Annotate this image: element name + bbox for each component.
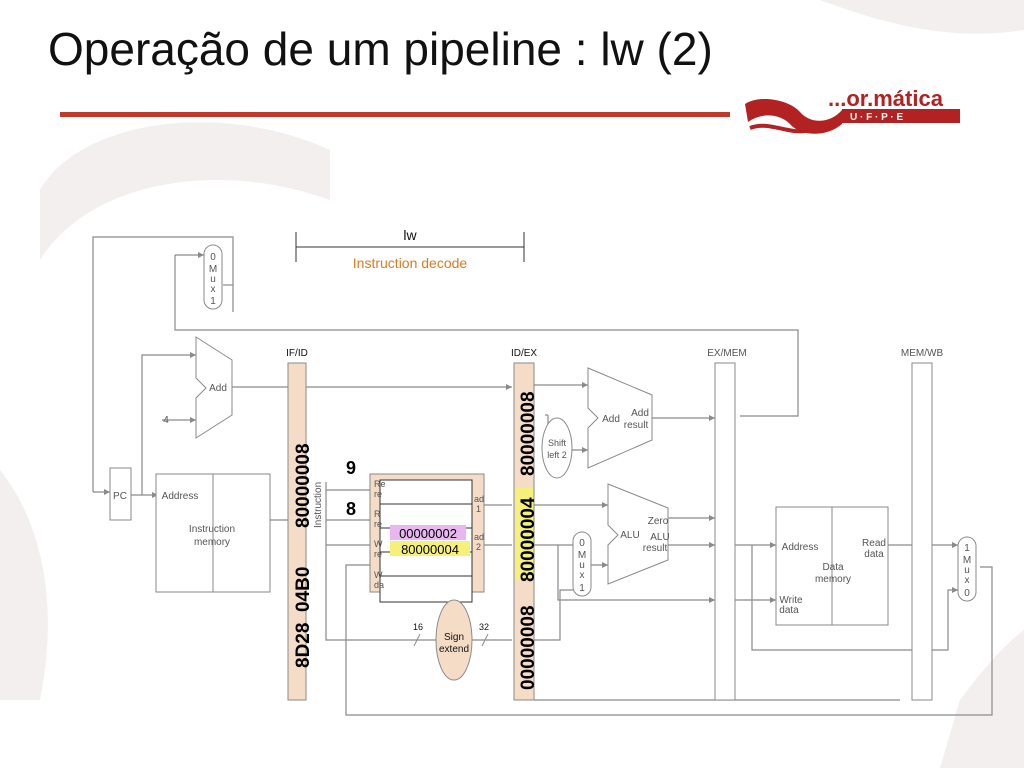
instruction-memory: Address Instruction memory bbox=[155, 473, 271, 593]
regfile-frag-8: da bbox=[374, 580, 384, 590]
regfile-frag-10: 1 bbox=[476, 504, 481, 514]
branch-adder: Add Add result bbox=[587, 367, 653, 469]
regfile-frag-12: 2 bbox=[476, 542, 481, 552]
exmem-label: EX/MEM bbox=[707, 348, 746, 359]
mux-alu-1: M bbox=[578, 550, 586, 561]
mux-alu: 0 M u x 1 bbox=[572, 531, 592, 597]
mux-alu-0: 0 bbox=[579, 538, 585, 549]
shift-label-2: left 2 bbox=[547, 450, 567, 460]
add-result-1: Add bbox=[631, 408, 649, 419]
read-data-2: data bbox=[864, 549, 884, 560]
sign-extend-1: Sign bbox=[444, 632, 464, 643]
idex-pc-value: 80000008 bbox=[518, 391, 539, 476]
mux-wb: 1 M u x 0 bbox=[957, 536, 977, 602]
regfile-frag-6: re bbox=[374, 549, 382, 559]
bits16-label: 16 bbox=[413, 622, 423, 632]
memwb-label: MEM/WB bbox=[901, 348, 944, 359]
regfile-frag-7: W bbox=[374, 570, 383, 580]
regfile-frag-3: R bbox=[374, 509, 381, 519]
alu-label: ALU bbox=[620, 530, 639, 541]
instruction-label: Instruction bbox=[313, 482, 324, 528]
instr-mem-label-2: memory bbox=[194, 537, 230, 548]
mux-top-4: 1 bbox=[210, 296, 216, 307]
ifid-label: IF/ID bbox=[286, 348, 308, 359]
pc-label: PC bbox=[113, 491, 127, 502]
shift-label-1: Shift bbox=[548, 438, 567, 448]
regfile-frag-9: ad bbox=[474, 494, 484, 504]
logo-text: ...or.mática bbox=[828, 86, 944, 111]
regfile-frag-11: ad bbox=[474, 532, 484, 542]
alu: ALU Zero ALU result bbox=[607, 483, 670, 585]
mux-top: 0 M u x 1 bbox=[203, 244, 223, 310]
idex-r1-value: 80000004 bbox=[518, 497, 539, 582]
mux-wb-3: x bbox=[965, 575, 970, 586]
zero-label: Zero bbox=[648, 516, 669, 527]
pc-adder: Add 4 bbox=[163, 336, 233, 439]
mux-top-1: M bbox=[209, 264, 217, 275]
write-data-2: data bbox=[779, 605, 799, 616]
pc-register: PC bbox=[109, 467, 132, 521]
mux-alu-2: u bbox=[579, 560, 585, 571]
stage-instr: lw bbox=[403, 227, 417, 243]
regfile-frag-5: W bbox=[374, 539, 383, 549]
ifid-instr-value: 8D28 04B0 bbox=[293, 567, 314, 668]
stage-indicator: lw Instruction decode bbox=[295, 227, 525, 271]
register-file: Re re R re W re W da ad 1 ad 2 00000002 … bbox=[369, 473, 485, 603]
read-data-1: Read bbox=[862, 538, 886, 549]
mux-alu-3: x bbox=[580, 570, 585, 581]
bits32-label: 32 bbox=[479, 622, 489, 632]
logo-subtext: U · F · P · E bbox=[850, 112, 903, 123]
mux-alu-4: 1 bbox=[579, 583, 585, 594]
reg-rs-number: 9 bbox=[346, 458, 356, 478]
alu-result-2: result bbox=[643, 543, 668, 554]
idex-label: ID/EX bbox=[511, 348, 537, 359]
sign-extend-2: extend bbox=[439, 644, 469, 655]
slide-title: Operação de um pipeline : lw (2) bbox=[48, 23, 713, 75]
data-mem-address: Address bbox=[782, 542, 819, 553]
mux-wb-2: u bbox=[964, 565, 970, 576]
instr-mem-address: Address bbox=[162, 491, 199, 502]
instr-mem-label-1: Instruction bbox=[189, 524, 235, 535]
mux-wb-4: 0 bbox=[964, 588, 970, 599]
regfile-frag-4: re bbox=[374, 519, 382, 529]
regval-a: 00000002 bbox=[399, 526, 457, 541]
mux-top-3: x bbox=[211, 284, 216, 295]
regval-b: 80000004 bbox=[401, 542, 459, 557]
ifid-register bbox=[287, 362, 307, 701]
idex-imm-value: 00000008 bbox=[518, 605, 539, 690]
regval-a-highlight bbox=[390, 525, 466, 540]
add2-label: Add bbox=[602, 414, 620, 425]
sign-extend: Sign extend 16 32 bbox=[413, 599, 489, 681]
add-result-2: result bbox=[624, 420, 649, 431]
reg-rt-number: 8 bbox=[346, 499, 356, 519]
ufpe-logo: ...or.mática U · F · P · E bbox=[745, 86, 960, 134]
mux-top-0: 0 bbox=[210, 252, 216, 263]
wires bbox=[92, 236, 993, 716]
idex-r1-highlight bbox=[515, 488, 533, 580]
shift-left-2: Shift left 2 bbox=[541, 417, 573, 479]
regfile-frag-2: re bbox=[374, 489, 382, 499]
four-label: 4 bbox=[163, 415, 169, 426]
ifid-pc-value: 80000008 bbox=[293, 443, 314, 528]
mux-wb-0: 1 bbox=[964, 543, 970, 554]
data-mem-1: Data bbox=[822, 562, 844, 573]
title-underline bbox=[60, 112, 730, 117]
stage-name: Instruction decode bbox=[353, 255, 468, 271]
write-data-1: Write bbox=[779, 595, 803, 606]
exmem-register bbox=[714, 362, 736, 701]
mux-top-2: u bbox=[210, 274, 216, 285]
regfile-frag-1: Re bbox=[374, 479, 386, 489]
memwb-register bbox=[911, 362, 933, 701]
data-memory: Address Read data Data memory Write data bbox=[775, 506, 889, 626]
alu-result-1: ALU bbox=[650, 532, 669, 543]
mux-wb-1: M bbox=[963, 555, 971, 566]
regval-b-highlight bbox=[390, 541, 470, 556]
data-mem-2: memory bbox=[815, 574, 851, 585]
add-label: Add bbox=[209, 383, 227, 394]
